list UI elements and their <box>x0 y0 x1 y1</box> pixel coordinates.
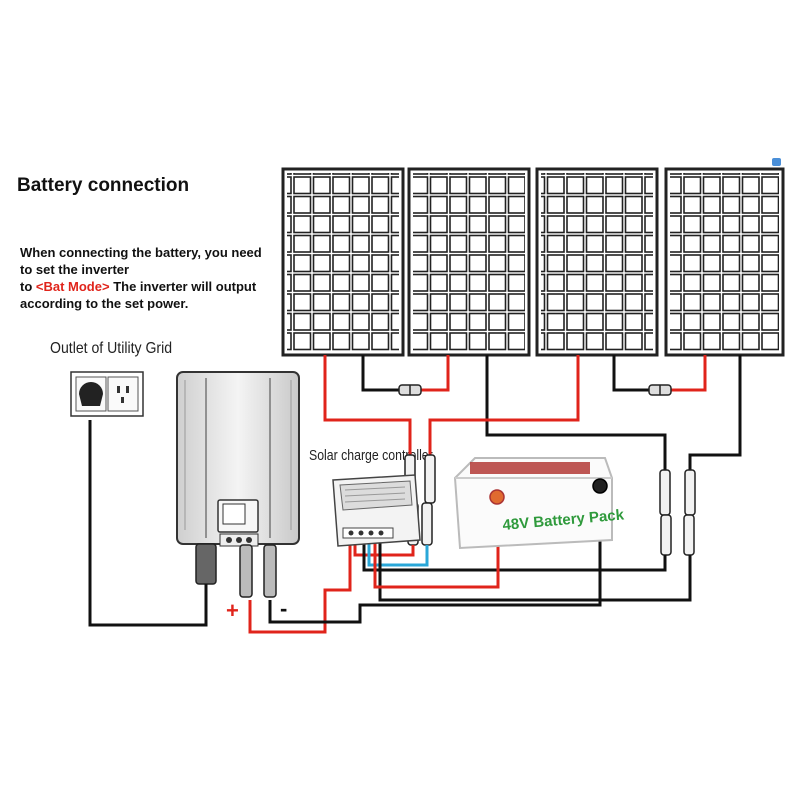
plus-sign: + <box>226 598 239 623</box>
battery-positive-terminal <box>489 489 505 505</box>
utility-outlet <box>70 371 144 417</box>
instruction-note: When connecting the battery, you need to… <box>20 244 270 312</box>
page-title: Battery connection <box>17 175 190 196</box>
dc-negative-terminal <box>263 544 277 598</box>
solar-panel-3 <box>535 167 659 357</box>
mc4-connector-pair-2 <box>648 384 672 396</box>
minus-sign: - <box>280 596 288 621</box>
corner-badge-icon <box>772 158 781 166</box>
solar-panel-2 <box>407 167 531 357</box>
dc-positive-terminal <box>239 544 253 598</box>
charge-controller-label: Solar charge controller <box>309 447 433 464</box>
mc4-connector-pair-1 <box>398 384 422 396</box>
solar-panel-1 <box>281 167 405 357</box>
solar-charge-controller <box>332 474 421 547</box>
panel-wires <box>323 355 742 470</box>
solar-panel-4 <box>664 167 785 357</box>
note-to: to <box>20 279 36 294</box>
outlet-label: Outlet of Utility Grid <box>50 340 173 357</box>
battery-top-label <box>470 462 590 474</box>
ac-wire <box>88 420 208 627</box>
inverter <box>176 371 300 598</box>
battery-pack: 48V Battery Pack <box>453 457 625 550</box>
battery-negative-terminal <box>592 478 608 494</box>
note-line-1: When connecting the battery, you need to… <box>20 245 262 277</box>
mc4-connectors-right <box>659 469 696 556</box>
ac-output-plug <box>195 543 217 585</box>
bat-mode-highlight: <Bat Mode> <box>35 279 110 294</box>
note-line-2: The inverter will output according to th… <box>20 279 257 311</box>
